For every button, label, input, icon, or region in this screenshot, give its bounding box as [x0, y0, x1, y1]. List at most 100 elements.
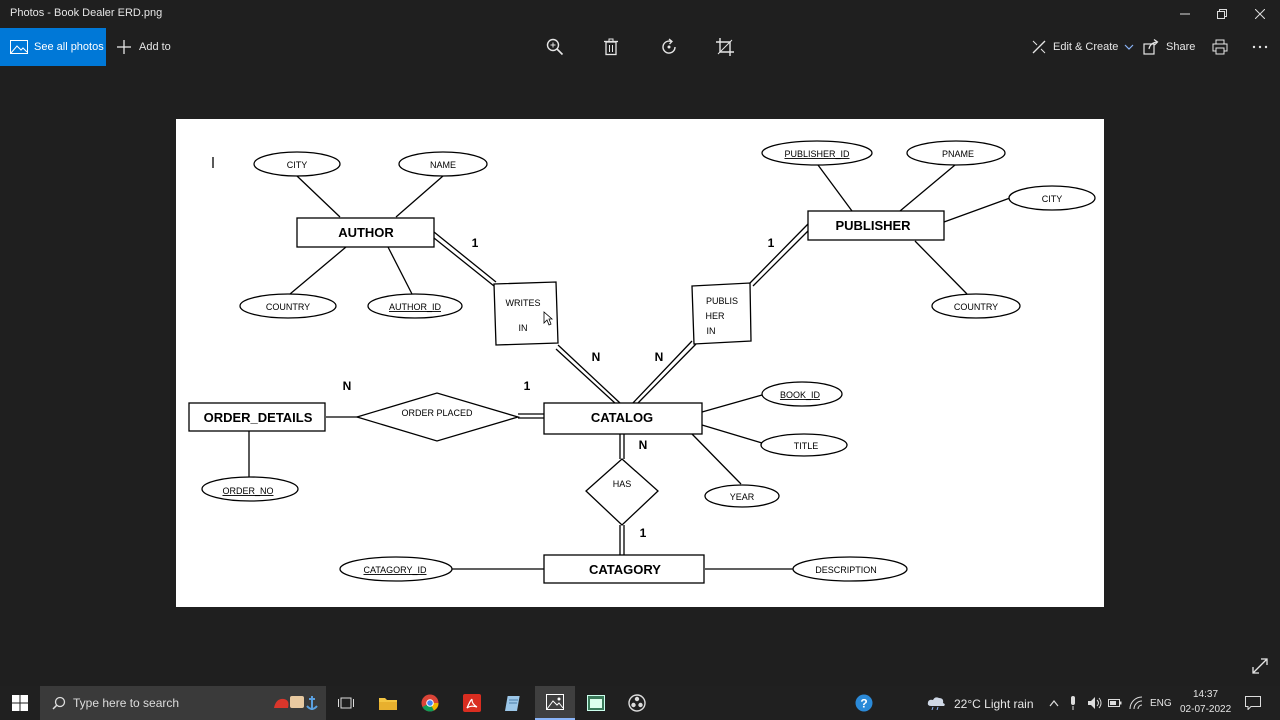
- publisher-entity: [807, 210, 945, 241]
- order-no-label: ORDER_NO: [222, 486, 273, 496]
- add-to-button[interactable]: Add to: [116, 28, 171, 66]
- minimize-button[interactable]: [1166, 0, 1204, 28]
- clock-time[interactable]: 14:37: [1193, 689, 1219, 700]
- catagory-label: CATAGORY: [589, 562, 661, 577]
- publisher-city-label: CITY: [1042, 194, 1063, 204]
- cardinality-order-details: N: [343, 379, 352, 393]
- file-explorer-app[interactable]: [368, 686, 408, 720]
- year-label: YEAR: [730, 492, 755, 502]
- photo-canvas[interactable]: AUTHOR PUBLIS HER CATALOG ORDER_DETAILS C…: [176, 119, 1104, 607]
- fullscreen-button[interactable]: [1250, 656, 1270, 676]
- taskbar-search-box[interactable]: Type here to search: [40, 686, 326, 720]
- share-button[interactable]: Share: [1143, 28, 1195, 66]
- title-attr: [760, 433, 848, 457]
- publisher-in-label-line1: PUBLIS: [706, 296, 738, 306]
- zoom-button[interactable]: [543, 36, 567, 58]
- cardinality-order-catalog: 1: [524, 379, 531, 393]
- crop-button[interactable]: [713, 36, 737, 58]
- search-highlight-icon: [274, 696, 318, 710]
- title-bar: Photos - Book Dealer ERD.png: [0, 0, 1280, 28]
- author-label: AUTHOR: [338, 225, 394, 240]
- zoom-in-icon: [546, 38, 564, 56]
- description-attr: [792, 556, 908, 582]
- chevron-down-icon: [1124, 44, 1134, 50]
- rotate-button[interactable]: [657, 36, 681, 58]
- order-details-label: ORDER_DETAILS: [204, 410, 313, 425]
- restore-button[interactable]: [1203, 0, 1241, 28]
- notepad-app[interactable]: [494, 686, 534, 720]
- photos-app[interactable]: [535, 686, 575, 720]
- edit-create-button[interactable]: Edit & Create: [1031, 28, 1134, 66]
- obs-app[interactable]: [617, 686, 657, 720]
- catagory-entity: [543, 554, 705, 584]
- print-button[interactable]: [1208, 36, 1232, 58]
- has-label: HAS: [613, 479, 632, 489]
- folder-icon: [379, 698, 397, 710]
- app-toolbar: See all photos Add to Edit & Create Shar…: [0, 28, 1280, 66]
- wifi-icon[interactable]: [1129, 696, 1143, 710]
- author-name-attr: [398, 151, 488, 177]
- publisher-in-label-line2: HER: [705, 311, 725, 321]
- delete-button[interactable]: [599, 36, 623, 58]
- writes-in-label-line1: WRITES: [506, 298, 541, 308]
- year-attr: [704, 484, 780, 508]
- see-all-photos-button[interactable]: See all photos: [0, 28, 106, 66]
- mouse-cursor-icon: [543, 311, 554, 326]
- cardinality-has-catagory: 1: [640, 526, 647, 540]
- description-label: DESCRIPTION: [815, 565, 877, 575]
- publisher-country-attr: [931, 293, 1021, 319]
- window-title: Photos - Book Dealer ERD.png: [10, 7, 163, 19]
- taskbar: Type here to search ? 22°C Light rain: [0, 686, 1280, 720]
- more-options-button[interactable]: [1248, 36, 1272, 58]
- expand-icon: [1252, 658, 1268, 674]
- add-to-label: Add to: [139, 41, 171, 53]
- acrobat-app[interactable]: [452, 686, 492, 720]
- help-tray-button[interactable]: ?: [844, 686, 884, 720]
- search-icon: [52, 696, 66, 710]
- has-relationship: [585, 458, 659, 526]
- order-details-entity: [188, 402, 326, 432]
- speaker-icon[interactable]: [1087, 696, 1103, 710]
- windows-logo-icon: [12, 695, 28, 711]
- catalog-label: CATALOG: [591, 410, 653, 425]
- author-id-label: AUTHOR_ID: [389, 302, 442, 312]
- more-dots-icon: [1252, 45, 1268, 49]
- language-indicator[interactable]: ENG: [1150, 698, 1172, 709]
- pname-label: PNAME: [942, 149, 974, 159]
- terminal-app[interactable]: [576, 686, 616, 720]
- order-no-attr: [201, 476, 299, 502]
- publisher-in-relationship: [691, 282, 752, 345]
- chrome-icon: [421, 694, 439, 712]
- crop-icon: [716, 38, 734, 56]
- author-name-label: NAME: [430, 160, 456, 170]
- cardinality-publisher: 1: [768, 236, 775, 250]
- plus-icon: [117, 40, 131, 54]
- author-id-attr: [367, 293, 463, 319]
- task-view-button[interactable]: [326, 686, 366, 720]
- photos-icon: [546, 694, 564, 710]
- catalog-entity: [543, 402, 703, 435]
- weather-text[interactable]: 22°C Light rain: [954, 697, 1034, 711]
- battery-icon[interactable]: [1108, 698, 1122, 708]
- notifications-icon[interactable]: [1245, 696, 1261, 710]
- order-placed-label: ORDER PLACED: [401, 408, 473, 418]
- publisher-in-label-line3: IN: [707, 326, 716, 336]
- help-icon: ?: [855, 694, 873, 712]
- chevron-up-icon[interactable]: [1049, 699, 1059, 707]
- title-label: TITLE: [794, 441, 819, 451]
- restore-icon: [1217, 9, 1227, 19]
- rotate-icon: [662, 38, 676, 54]
- svg-text:?: ?: [860, 697, 867, 711]
- clock-date[interactable]: 02-07-2022: [1180, 704, 1232, 715]
- cloud-rain-icon: [927, 697, 945, 710]
- cardinality-publisher-catalog: N: [655, 350, 664, 364]
- edit-create-icon: [1032, 40, 1046, 54]
- see-all-photos-label: See all photos: [34, 41, 104, 53]
- start-button[interactable]: [0, 686, 40, 720]
- chrome-app[interactable]: [410, 686, 450, 720]
- publisher-country-label: COUNTRY: [954, 302, 998, 312]
- publisher-id-label: PUBLISHER_ID: [784, 149, 850, 159]
- close-button[interactable]: [1241, 0, 1279, 28]
- author-city-attr: [253, 151, 341, 177]
- erd-diagram: AUTHOR PUBLIS HER CATALOG ORDER_DETAILS C…: [188, 140, 1096, 584]
